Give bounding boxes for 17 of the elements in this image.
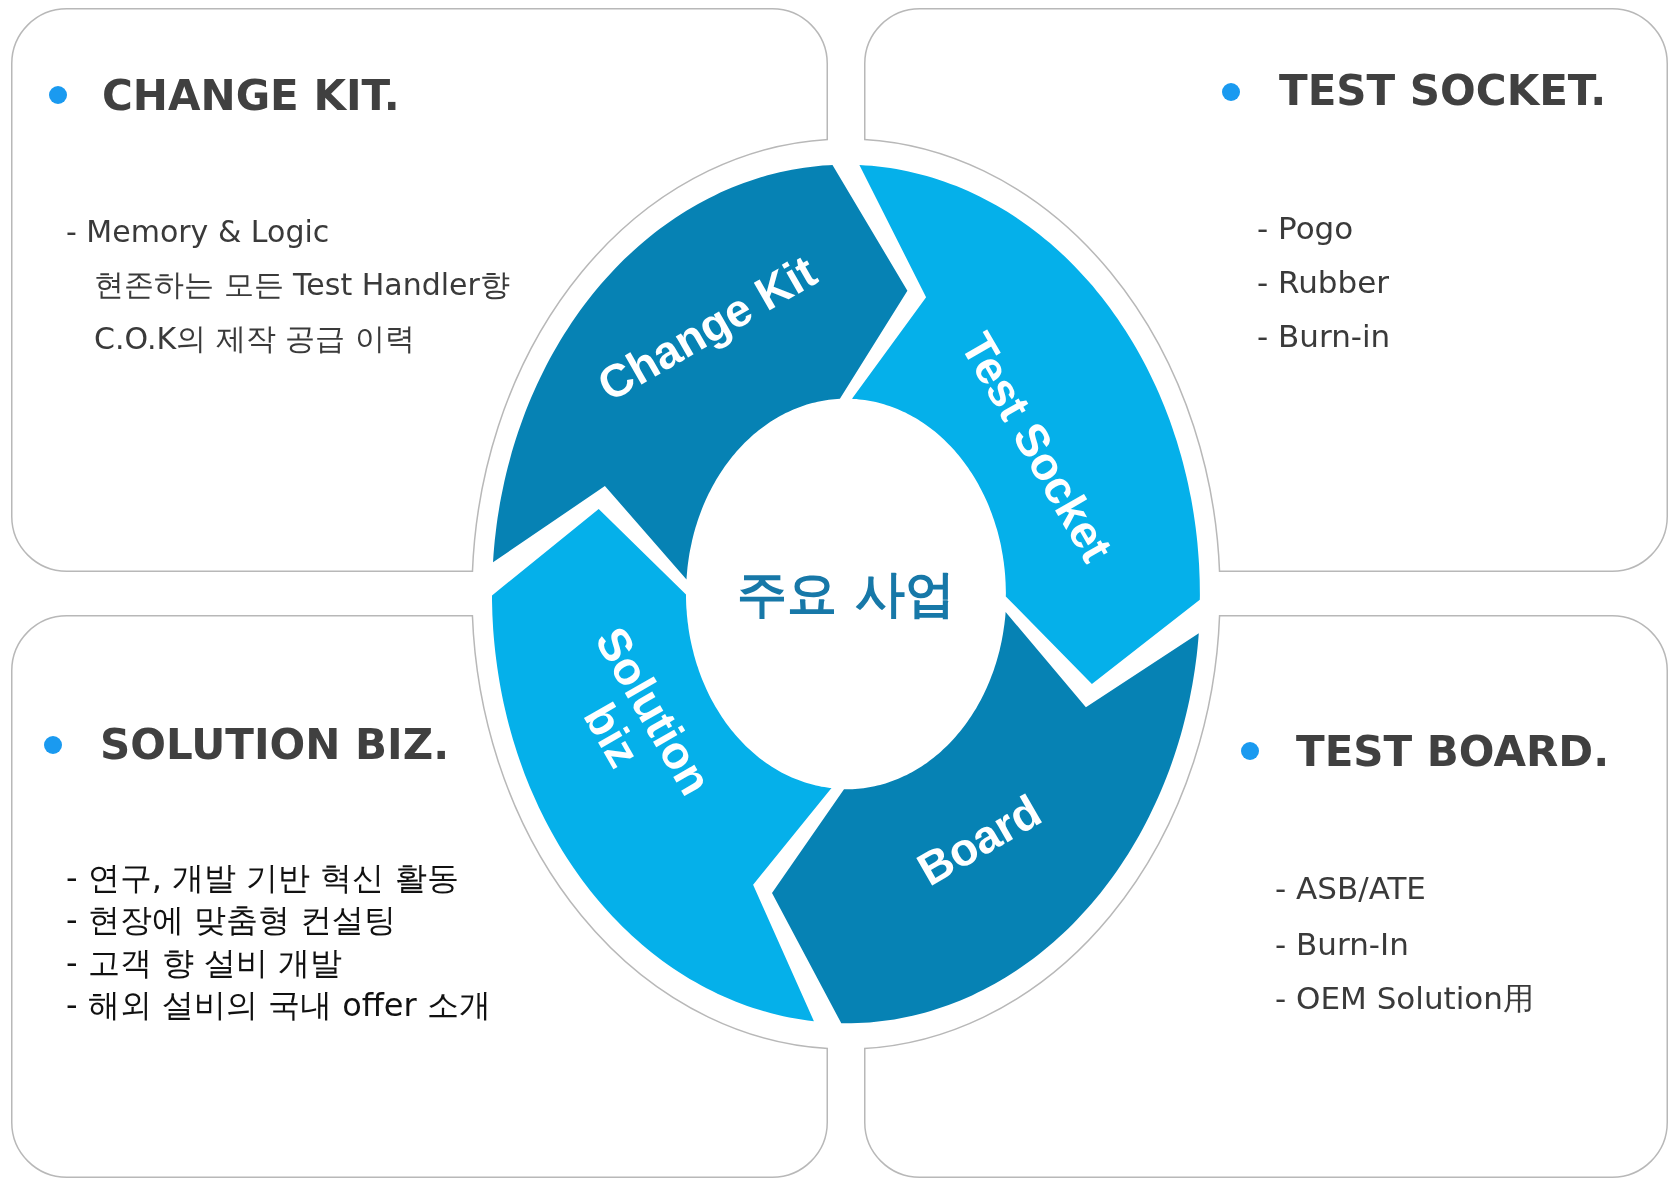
card-heading: SOLUTION BIZ.	[100, 720, 450, 770]
card-heading: TEST SOCKET.	[1279, 66, 1607, 116]
list-item: - Rubber	[1257, 263, 1389, 302]
card-heading: TEST BOARD.	[1296, 727, 1610, 777]
list-item: - Burn-in	[1257, 317, 1391, 356]
card-heading: CHANGE KIT.	[102, 71, 400, 121]
list-item: - 고객 향 설비 개발	[66, 943, 343, 983]
list-item: - Memory & Logic	[66, 213, 330, 251]
list-item: - 해외 설비의 국내 offer 소개	[66, 985, 491, 1025]
list-item: - Burn-In	[1275, 925, 1409, 964]
list-item: - OEM Solution用	[1275, 979, 1534, 1018]
list-item: - 연구, 개발 기반 혁신 활동	[66, 858, 459, 898]
list-item: - 현장에 맞춤형 컨설팅	[66, 900, 397, 940]
list-item: 현존하는 모든 Test Handler향 C.O.K의 제작 공급 이력	[94, 266, 511, 358]
center-title: 주요 사업	[737, 563, 955, 625]
list-item: - Pogo	[1257, 209, 1354, 248]
list-item: - ASB/ATE	[1275, 869, 1426, 908]
